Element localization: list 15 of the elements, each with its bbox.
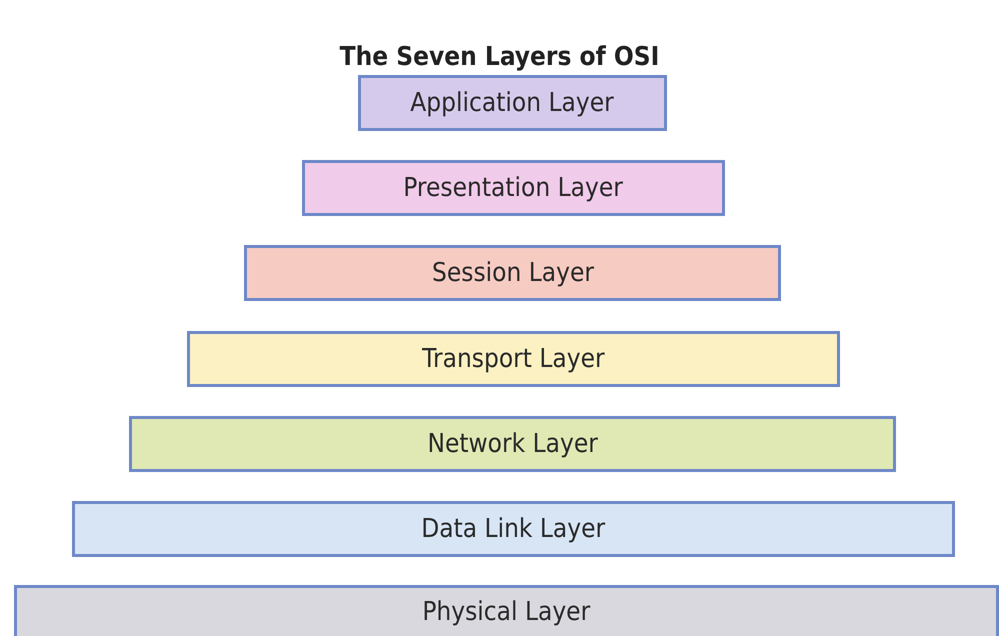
diagram-title: The Seven Layers of OSI xyxy=(338,42,660,72)
layer-box xyxy=(129,416,896,472)
layer-label: Physical Layer xyxy=(422,597,590,627)
layer-box xyxy=(187,331,840,387)
layer-label: Transport Layer xyxy=(422,344,605,374)
layer-box xyxy=(14,585,999,636)
layer-label: Application Layer xyxy=(410,88,614,118)
layer-label: Session Layer xyxy=(432,258,594,288)
layer-box xyxy=(72,501,955,557)
layer-box xyxy=(358,75,667,131)
layer-label: Data Link Layer xyxy=(422,514,606,544)
layer-box xyxy=(302,160,725,216)
layer-box xyxy=(244,245,781,301)
layer-label: Network Layer xyxy=(427,429,598,459)
layer-label: Presentation Layer xyxy=(404,173,624,203)
